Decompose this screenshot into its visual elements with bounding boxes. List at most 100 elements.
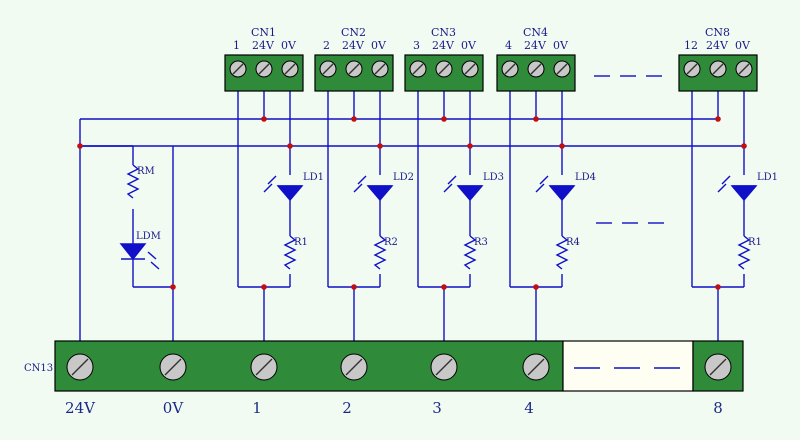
connector-name: CN2 bbox=[341, 26, 366, 39]
resistor-rm bbox=[126, 164, 140, 199]
screw-terminal-icon bbox=[229, 60, 247, 78]
screw-terminal-icon bbox=[430, 353, 458, 381]
screw-terminal-icon bbox=[435, 60, 453, 78]
screw-terminal-icon bbox=[704, 353, 732, 381]
connector-name: CN3 bbox=[431, 26, 456, 39]
resistor bbox=[555, 235, 569, 270]
led-icon bbox=[730, 185, 758, 202]
resistor-label: R1 bbox=[748, 237, 762, 248]
terminal-label: 24V bbox=[65, 399, 96, 417]
channel-8: LD1 R1 bbox=[691, 91, 778, 345]
screw-terminal-icon bbox=[522, 353, 550, 381]
terminal-label: 1 bbox=[252, 399, 262, 417]
junction-dot bbox=[715, 116, 721, 122]
pin-label: 24V bbox=[432, 39, 455, 52]
resistor bbox=[283, 235, 297, 270]
junction-dot bbox=[467, 143, 473, 149]
screw-terminal-icon bbox=[281, 60, 299, 78]
resistor bbox=[463, 235, 477, 270]
pin-label: 0V bbox=[735, 39, 751, 52]
junction-dot bbox=[533, 116, 539, 122]
screw-terminal-icon bbox=[409, 60, 427, 78]
screw-terminal-icon bbox=[371, 60, 389, 78]
pin-label: 24V bbox=[524, 39, 547, 52]
led-label: LD4 bbox=[575, 172, 596, 183]
screw-terminal-icon bbox=[340, 353, 368, 381]
terminal-label: 2 bbox=[342, 399, 352, 417]
junction-dot bbox=[170, 284, 176, 290]
terminal-label: 0V bbox=[163, 399, 185, 417]
junction-dot bbox=[715, 284, 721, 290]
connector-cn4: CN4 4 24V 0V bbox=[496, 26, 576, 92]
connector-name: CN13 bbox=[24, 363, 53, 374]
resistor-label: R2 bbox=[384, 237, 398, 248]
junction-dot bbox=[351, 116, 357, 122]
pin-label: 24V bbox=[342, 39, 365, 52]
resistor-rm-label: RM bbox=[137, 166, 155, 177]
screw-terminal-icon bbox=[159, 353, 187, 381]
screw-terminal-icon bbox=[66, 353, 94, 381]
led-icon bbox=[456, 185, 484, 202]
screw-terminal-icon bbox=[461, 60, 479, 78]
terminal-block-gap bbox=[562, 340, 694, 392]
connector-cn13: CN13 24V 0V 1 2 3 4 8 bbox=[24, 340, 744, 417]
resistor bbox=[737, 235, 751, 270]
connector-cn3: CN3 3 24V 0V bbox=[404, 26, 484, 92]
junctions bbox=[77, 116, 747, 290]
junction-dot bbox=[441, 284, 447, 290]
led-ldm-icon bbox=[119, 243, 147, 261]
connector-name: CN4 bbox=[523, 26, 548, 39]
led-label: LD3 bbox=[483, 172, 504, 183]
junction-dot bbox=[287, 143, 293, 149]
pin-label: 0V bbox=[281, 39, 297, 52]
screw-terminal-icon bbox=[319, 60, 337, 78]
channel-3: LD3 R3 bbox=[417, 91, 504, 345]
screw-terminal-icon bbox=[683, 60, 701, 78]
terminal-label: 4 bbox=[524, 399, 534, 417]
channel-1: LD1 R1 bbox=[237, 91, 324, 345]
junction-dot bbox=[441, 116, 447, 122]
terminal-block-main bbox=[54, 340, 564, 392]
screw-terminal-icon bbox=[527, 60, 545, 78]
led-ldm-label: LDM bbox=[136, 231, 161, 242]
resistor-label: R4 bbox=[566, 237, 580, 248]
pin-label: 2 bbox=[323, 39, 330, 52]
led-icon bbox=[366, 185, 394, 202]
screw-terminal-icon bbox=[709, 60, 727, 78]
pin-label: 0V bbox=[553, 39, 569, 52]
terminal-label: 3 bbox=[432, 399, 442, 417]
connector-cn2: CN2 2 24V 0V bbox=[314, 26, 394, 92]
led-label: LD2 bbox=[393, 172, 414, 183]
resistor bbox=[373, 235, 387, 270]
junction-dot bbox=[351, 284, 357, 290]
junction-dot bbox=[559, 143, 565, 149]
junction-dot bbox=[533, 284, 539, 290]
channel-2: LD2 R2 bbox=[327, 91, 414, 345]
screw-terminal-icon bbox=[553, 60, 571, 78]
connector-cn8: CN8 12 24V 0V bbox=[678, 26, 758, 92]
pin-label: 4 bbox=[505, 39, 512, 52]
pin-label: 1 bbox=[233, 39, 240, 52]
resistor-label: R3 bbox=[474, 237, 488, 248]
led-icon bbox=[548, 185, 576, 202]
screw-terminal-icon bbox=[735, 60, 753, 78]
pin-label: 12 bbox=[684, 39, 698, 52]
pin-label: 24V bbox=[252, 39, 275, 52]
pin-label: 24V bbox=[706, 39, 729, 52]
connector-name: CN1 bbox=[251, 26, 276, 39]
screw-terminal-icon bbox=[345, 60, 363, 78]
junction-dot bbox=[261, 116, 267, 122]
terminal-label: 8 bbox=[713, 399, 723, 417]
screw-terminal-icon bbox=[250, 353, 278, 381]
led-icon bbox=[276, 185, 304, 202]
connector-name: CN8 bbox=[705, 26, 730, 39]
junction-dot bbox=[261, 284, 267, 290]
screw-terminal-icon bbox=[255, 60, 273, 78]
channel-4: LD4 R4 bbox=[509, 91, 596, 345]
pin-label: 0V bbox=[371, 39, 387, 52]
junction-dot bbox=[377, 143, 383, 149]
led-label: LD1 bbox=[303, 172, 324, 183]
pin-label: 0V bbox=[461, 39, 477, 52]
led-label: LD1 bbox=[757, 172, 778, 183]
junction-dot bbox=[77, 143, 83, 149]
